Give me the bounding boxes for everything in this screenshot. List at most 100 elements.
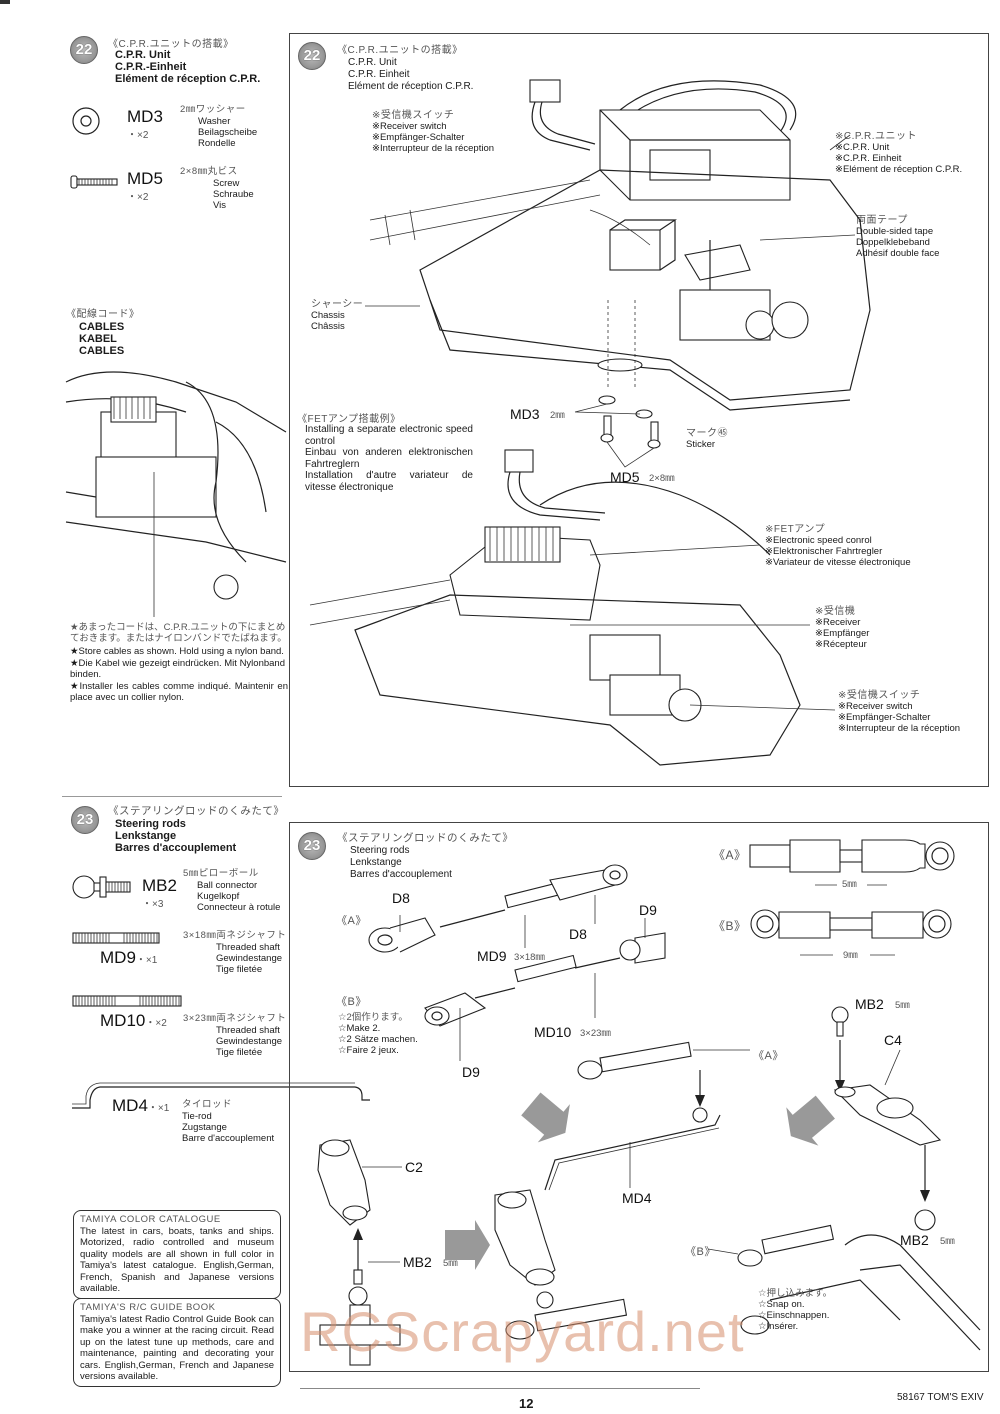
step22-sidebar-title-fr: Elément de réception C.P.R. bbox=[115, 73, 261, 85]
step22-sidebar-title-en: C.P.R. Unit bbox=[115, 49, 171, 61]
cables-note-fr: ★Installer les cables comme indiqué. Mai… bbox=[70, 681, 288, 703]
callout-md5-size: 2×8㎜ bbox=[649, 473, 675, 484]
screw-icon bbox=[70, 175, 118, 189]
step22-sidebar-title-de: C.P.R.-Einheit bbox=[115, 61, 187, 73]
label-mb2-bottom-left-size: 5㎜ bbox=[443, 1258, 458, 1269]
part-md5-de: Schraube bbox=[213, 189, 254, 200]
label-md9-size: 3×18㎜ bbox=[514, 952, 545, 963]
callout-esc-de: ※Elektronischer Fahrtregler bbox=[765, 546, 883, 557]
callout-chassis: シャーシー Chassis Châssis bbox=[311, 299, 363, 332]
part-mb2-de: Kugelkopf bbox=[197, 891, 240, 902]
callout-receiver-switch-2-fr: ※Interrupteur de la réception bbox=[838, 723, 961, 734]
fet-text-de: Einbau von anderen elektronischen Fahrtr… bbox=[305, 447, 473, 470]
label-mb2-top: MB2 bbox=[855, 996, 884, 1012]
callout-receiver-jp: ※受信機 bbox=[815, 606, 856, 617]
label-a-right: 《A》 bbox=[753, 1050, 784, 1062]
part-md9-code-text: MD9 bbox=[100, 948, 136, 967]
part-mb2-jp: 5㎜ピローボール bbox=[183, 868, 259, 879]
step23-sidebar-title-de: Lenkstange bbox=[115, 830, 177, 842]
threaded-shaft-icon-md9 bbox=[72, 932, 160, 944]
part-md3-fr: Rondelle bbox=[198, 138, 236, 149]
page-number: 12 bbox=[519, 1396, 534, 1411]
part-md4-fr: Barre d'accouplement bbox=[182, 1133, 275, 1144]
label-mb2-bottom-right-size: 5㎜ bbox=[940, 1236, 955, 1247]
cables-illustration bbox=[65, 371, 287, 617]
ball-connector-icon bbox=[72, 875, 131, 899]
part-md5-en: Screw bbox=[213, 178, 240, 189]
cables-en: CABLES bbox=[79, 321, 125, 333]
product-code: 58167 TOM'S EXIV bbox=[897, 1392, 984, 1403]
callout-receiver-switch: ※受信機スイッチ ※Receiver switch ※Empfänger-Sch… bbox=[372, 110, 494, 154]
callout-tape-de: Doppelklebeband bbox=[856, 237, 930, 248]
callout-receiver-switch-2-en: ※Receiver switch bbox=[838, 701, 913, 712]
label-mb2-bottom-right: MB2 bbox=[900, 1232, 929, 1248]
snap-on-note: ☆押し込みます。 ☆Snap on. ☆Einschnappen. ☆Insér… bbox=[758, 1288, 832, 1332]
step22-main-frame bbox=[289, 33, 989, 787]
make-2-en: ☆Make 2. bbox=[338, 1023, 381, 1034]
info-box-color-catalogue-text: The latest in cars, boats, tanks and shi… bbox=[80, 1225, 274, 1295]
fet-text-en: Installing a separate electronic speed c… bbox=[305, 424, 473, 447]
label-md4: MD4 bbox=[622, 1190, 652, 1206]
part-md4-qty: ・×1 bbox=[147, 1103, 170, 1114]
step-22-badge-sidebar: 22 bbox=[70, 36, 98, 64]
callout-receiver-switch-jp: ※受信機スイッチ bbox=[372, 110, 455, 121]
part-md4-jp: タイロッド bbox=[182, 1099, 233, 1110]
callout-esc-fr: ※Variateur de vitesse électronique bbox=[765, 557, 911, 568]
part-md3-de: Beilagscheibe bbox=[198, 127, 258, 138]
callout-tape-jp: 両面テープ bbox=[856, 215, 908, 226]
label-d9-top: D9 bbox=[639, 902, 657, 918]
fet-title-jp: 《FETアンプ搭載例》 bbox=[297, 414, 401, 425]
step22-main-title-en: C.P.R. Unit bbox=[348, 57, 397, 68]
dim-label-b: 《B》 bbox=[713, 919, 747, 933]
make-2-note: ☆2個作ります。 ☆Make 2. ☆2 Sätze machen. ☆Fair… bbox=[338, 1012, 418, 1056]
info-box-color-catalogue-title: TAMIYA COLOR CATALOGUE bbox=[80, 1214, 221, 1225]
step23-sidebar-title-en: Steering rods bbox=[115, 818, 186, 830]
snap-on-fr: ☆Insérer. bbox=[758, 1321, 799, 1332]
callout-esc: ※FETアンプ ※Electronic speed conrol ※Elektr… bbox=[765, 524, 911, 568]
chassis-esc-illustration bbox=[309, 449, 836, 766]
callout-md3-size: 2㎜ bbox=[550, 410, 565, 421]
callout-receiver-switch-en: ※Receiver switch bbox=[372, 121, 447, 132]
snap-on-jp: ☆押し込みます。 bbox=[758, 1288, 833, 1299]
callout-receiver-fr: ※Récepteur bbox=[815, 639, 867, 650]
cables-note-jp: ★あまったコードは、C.P.R.ユニットの下にまとめておきます。またはナイロンバ… bbox=[70, 622, 287, 644]
part-mb2-code: MB2 bbox=[142, 876, 177, 895]
fet-text-fr: Installation d'autre variateur de vitess… bbox=[305, 470, 473, 493]
part-md9-en: Threaded shaft bbox=[216, 942, 280, 953]
part-md4-code-text: MD4 bbox=[112, 1096, 148, 1115]
step-23-badge-main: 23 bbox=[298, 832, 326, 860]
fet-text: Installing a separate electronic speed c… bbox=[305, 424, 473, 493]
step23-main-frame bbox=[289, 822, 989, 1372]
callout-receiver-switch-2-de: ※Empfänger-Schalter bbox=[838, 712, 931, 723]
callout-cpr-unit-fr: ※Elément de réception C.P.R. bbox=[835, 164, 963, 175]
step-23-badge-sidebar: 23 bbox=[71, 806, 99, 834]
callout-tape-fr: Adhésif double face bbox=[856, 248, 940, 259]
part-md10-code-text: MD10 bbox=[100, 1011, 146, 1030]
part-md10-jp: 3×23㎜両ネジシャフト bbox=[183, 1013, 287, 1024]
part-md5-qty: ・×2 bbox=[127, 192, 149, 203]
callout-receiver-de: ※Empfänger bbox=[815, 628, 870, 639]
cables-note-en: ★Store cables as shown. Hold using a nyl… bbox=[70, 646, 284, 657]
watermark: RCScrapyard.net bbox=[300, 1300, 745, 1363]
label-c2: C2 bbox=[405, 1159, 423, 1175]
callout-tape-en: Double-sided tape bbox=[856, 226, 934, 237]
label-mb2-top-size: 5㎜ bbox=[895, 1000, 910, 1011]
part-md10-code: MD10・×2 bbox=[100, 1011, 167, 1031]
part-md5-fr: Vis bbox=[213, 200, 227, 211]
step23-separator bbox=[62, 796, 282, 797]
info-box-rc-guide-book-text: Tamiya's latest Radio Control Guide Book… bbox=[80, 1313, 274, 1383]
step23-sidebar-title-jp: 《ステアリングロッドのくみたて》 bbox=[108, 805, 285, 817]
part-md9-jp: 3×18㎜両ネジシャフト bbox=[183, 930, 287, 941]
label-d9-bottom: D9 bbox=[462, 1064, 480, 1080]
part-md9-fr: Tige filetée bbox=[216, 964, 263, 975]
part-md9-code: MD9・×1 bbox=[100, 948, 157, 968]
callout-receiver-switch-de: ※Empfänger-Schalter bbox=[372, 132, 465, 143]
step-22-badge-main: 22 bbox=[298, 42, 326, 70]
md3-md5-hardware-illustration bbox=[574, 395, 661, 468]
label-a-left: 《A》 bbox=[336, 915, 367, 927]
callout-md5-code: MD5 bbox=[610, 469, 640, 485]
callout-sticker-jp: マーク㊺ bbox=[686, 428, 728, 439]
part-md10-en: Threaded shaft bbox=[216, 1025, 280, 1036]
callout-receiver-switch-2: ※受信機スイッチ ※Receiver switch ※Empfänger-Sch… bbox=[838, 690, 960, 734]
dimension-b-illustration bbox=[750, 909, 952, 956]
